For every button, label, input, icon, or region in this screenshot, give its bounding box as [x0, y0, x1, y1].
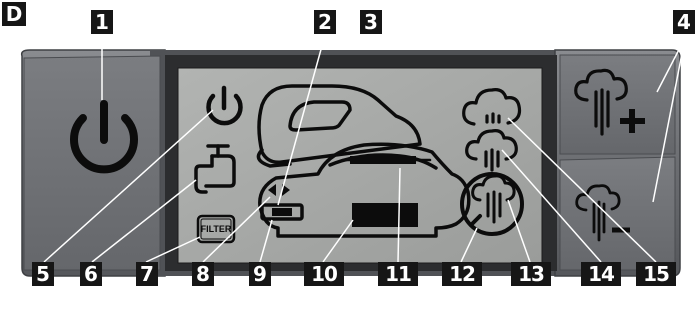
callout-7: 7 — [136, 262, 158, 286]
callout-9: 9 — [249, 262, 271, 286]
callout-13: 13 — [511, 262, 551, 286]
display-segment — [352, 203, 418, 227]
water-level-bar — [350, 156, 416, 164]
filter-label: FILTER — [200, 222, 232, 236]
callout-14: 14 — [581, 262, 621, 286]
callout-8: 8 — [192, 262, 214, 286]
callout-1: 1 — [91, 10, 113, 34]
callout-5: 5 — [32, 262, 54, 286]
steam-plus-button[interactable] — [560, 55, 675, 154]
callout-6: 6 — [80, 262, 102, 286]
panel-letter-label: D — [2, 2, 26, 26]
callout-12: 12 — [442, 262, 482, 286]
callout-4: 4 — [673, 10, 695, 34]
power-button[interactable] — [24, 56, 160, 270]
callout-11: 11 — [378, 262, 418, 286]
ready-indicator-icon — [272, 208, 292, 216]
callout-15: 15 — [636, 262, 676, 286]
callout-3: 3 — [360, 10, 382, 34]
callout-10: 10 — [304, 262, 344, 286]
callout-2: 2 — [314, 10, 336, 34]
